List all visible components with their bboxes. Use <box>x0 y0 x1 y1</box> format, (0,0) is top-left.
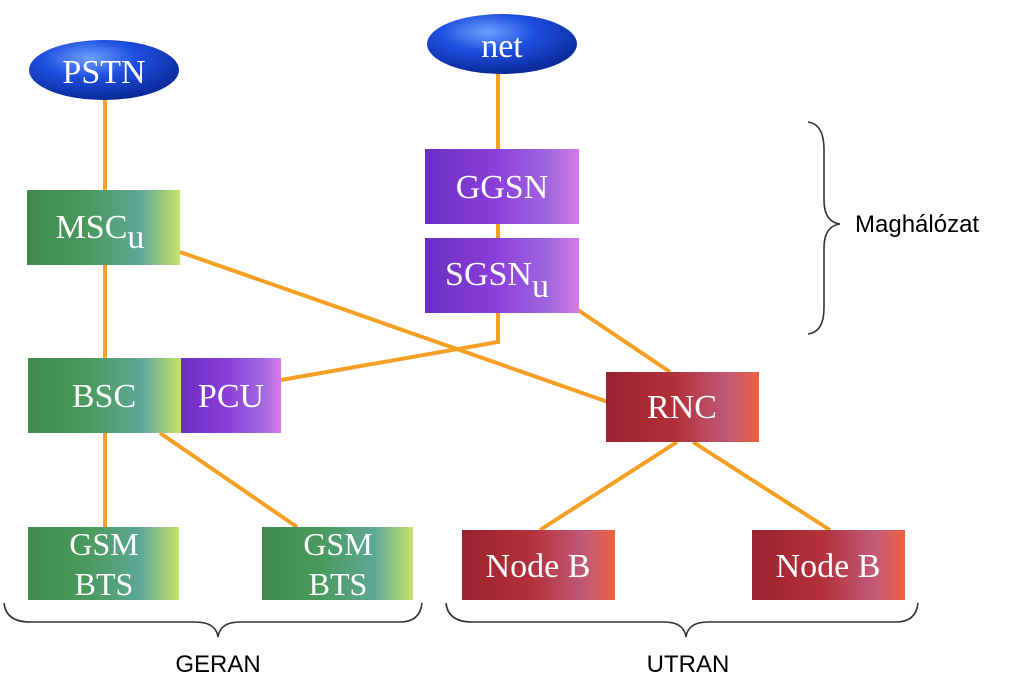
node-b-1-label: Node B <box>486 548 591 585</box>
node-b-2: Node B <box>752 530 905 600</box>
sgsn-main-text: SGSN <box>445 256 532 293</box>
pstn-cloud: PSTN <box>29 40 179 100</box>
msc-subscript: u <box>127 219 144 256</box>
node-b-2-label: Node B <box>776 548 881 585</box>
gsm-bts-2-line2: BTS <box>309 566 368 602</box>
geran-label: GERAN <box>175 651 260 678</box>
link-rnc-nodeb2 <box>691 440 832 532</box>
rnc-label: RNC <box>647 389 717 426</box>
pstn-label: PSTN <box>62 54 145 91</box>
link-msc-rnc <box>179 250 609 404</box>
link-pcu-sgsn <box>280 313 500 382</box>
utran-brace <box>445 602 919 638</box>
link-sgsn-rnc <box>576 308 672 374</box>
bsc-node: BSC <box>28 358 181 433</box>
link-rnc-nodeb1 <box>538 440 679 532</box>
rnc-node: RNC <box>606 372 759 442</box>
pcu-node: PCU <box>181 358 281 433</box>
gsm-bts-1-line1: GSM <box>69 526 138 562</box>
sgsn-label: SGSNu <box>445 256 549 305</box>
core-network-label: Maghálózat <box>855 211 979 238</box>
utran-label: UTRAN <box>647 651 730 678</box>
ggsn-label: GGSN <box>456 169 549 206</box>
geran-brace <box>3 602 423 638</box>
links <box>103 68 832 532</box>
net-cloud: net <box>427 14 577 74</box>
bsc-label: BSC <box>72 378 136 415</box>
sgsn-node: SGSNu <box>425 238 579 313</box>
gsm-bts-node-2: GSM BTS <box>262 526 413 602</box>
msc-label: MSCu <box>56 209 145 256</box>
msc-node: MSCu <box>27 190 180 265</box>
net-label: net <box>481 28 523 65</box>
sgsn-subscript: u <box>532 268 549 305</box>
link-bsc-gsmbts2 <box>158 431 299 529</box>
node-b-1: Node B <box>462 530 615 600</box>
core-network-brace <box>807 121 841 335</box>
msc-main-text: MSC <box>56 209 128 246</box>
gsm-bts-1-line2: BTS <box>75 566 134 602</box>
gsm-bts-2-line1: GSM <box>303 526 372 562</box>
ggsn-node: GGSN <box>425 149 579 224</box>
pcu-label: PCU <box>198 378 264 415</box>
gsm-bts-node-1: GSM BTS <box>28 526 179 602</box>
